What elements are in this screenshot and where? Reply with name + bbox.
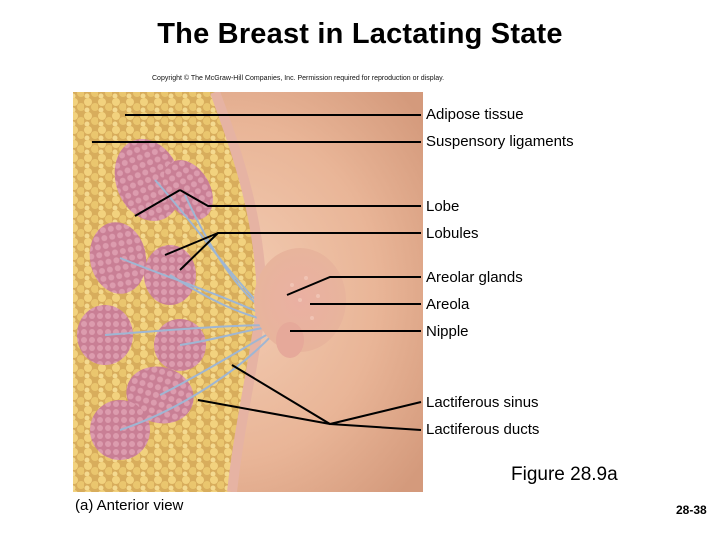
label-areola: Areola <box>426 296 470 313</box>
lobe-3 <box>89 222 147 294</box>
label-nipple: Nipple <box>426 323 469 340</box>
label-lobe: Lobe <box>426 198 460 215</box>
areolar-glands <box>290 276 320 320</box>
illustration-area <box>73 92 423 492</box>
figure-caption: Figure 28.9a <box>511 464 618 485</box>
view-caption: (a) Anterior view <box>75 497 184 514</box>
label-areolar-glands: Areolar glands <box>426 269 523 286</box>
label-lactiferous-sinus: Lactiferous sinus <box>426 394 539 411</box>
copyright-notice: Copyright © The McGraw-Hill Companies, I… <box>152 75 445 82</box>
leader-lines <box>92 114 422 431</box>
nipple <box>276 322 304 358</box>
label-adipose-tissue: Adipose tissue <box>426 106 524 123</box>
lobe-1 <box>114 139 182 221</box>
page-number: 28-38 <box>676 503 707 517</box>
page-title: The Breast in Lactating State <box>157 18 563 50</box>
label-lactiferous-ducts: Lactiferous ducts <box>426 421 540 438</box>
label-suspensory-ligaments: Suspensory ligaments <box>426 133 574 150</box>
label-lobules: Lobules <box>426 225 479 242</box>
